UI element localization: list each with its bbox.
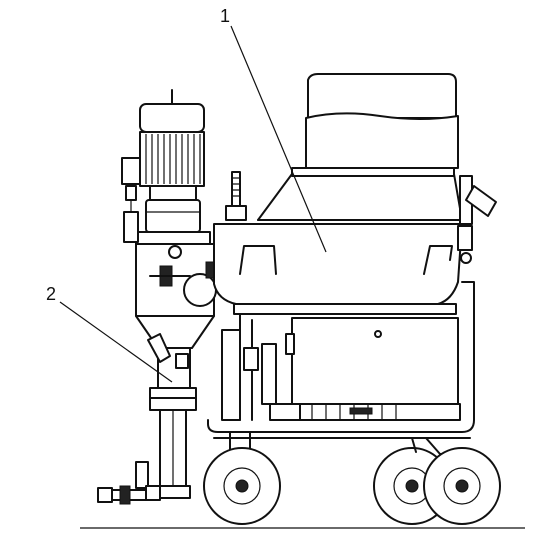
pump-outlet	[97, 333, 197, 505]
chassis	[207, 281, 475, 439]
wheel-rear-right	[411, 437, 501, 525]
callout-2-leader	[59, 301, 173, 383]
callout-2: 2	[46, 284, 173, 383]
callout-1-label: 1	[220, 6, 230, 26]
callout-1-leader	[230, 25, 327, 253]
callout-1: 1	[220, 6, 327, 253]
callout-2-label: 2	[46, 284, 56, 304]
motor	[121, 89, 211, 245]
hopper	[213, 73, 497, 315]
wheel-front	[203, 431, 281, 525]
pump-body	[135, 243, 219, 349]
